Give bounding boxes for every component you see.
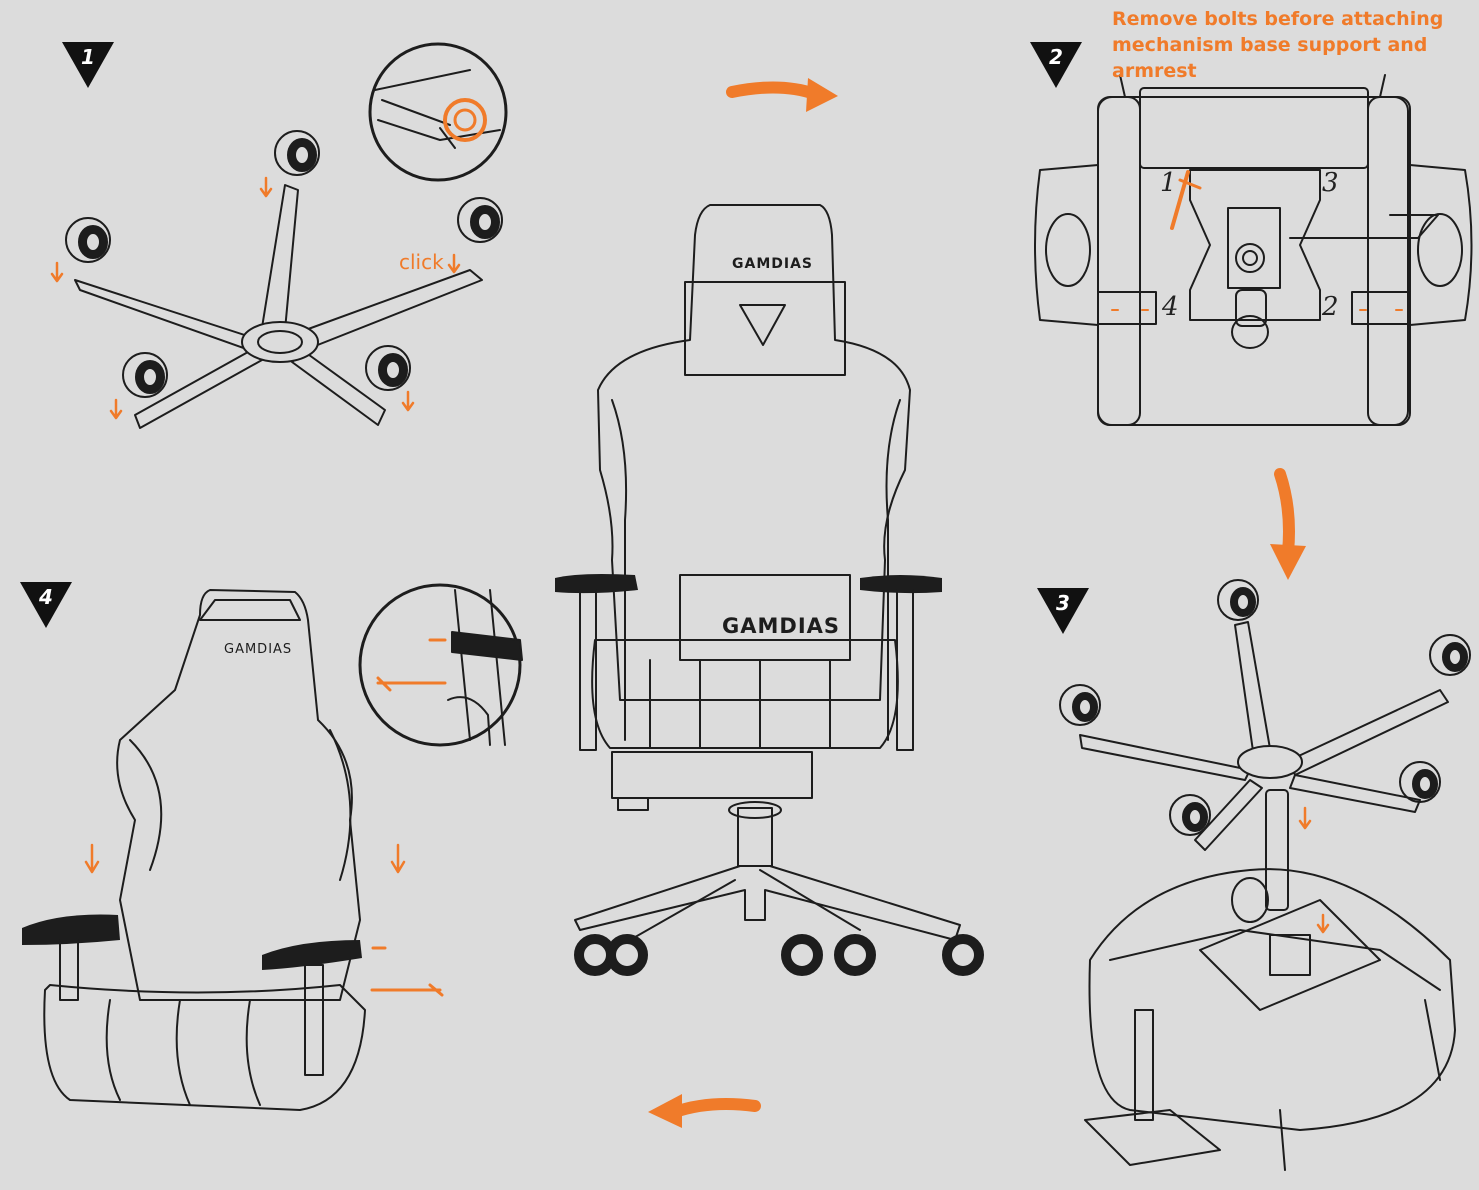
brand-backrest-label: GAMDIAS	[224, 642, 293, 657]
caster-wheel	[606, 934, 648, 976]
caster-wheel	[942, 934, 984, 976]
flow-arrow-down	[1270, 468, 1306, 580]
caster-wheel	[122, 352, 168, 398]
caster-wheel	[781, 934, 823, 976]
step-3-number: 3	[1056, 591, 1070, 615]
step-2-number: 2	[1049, 45, 1063, 69]
bolt-removal-note-line1: Remove bolts before attaching	[1112, 8, 1444, 30]
brand-seat-label: GAMDIAS	[722, 614, 841, 638]
step-1-badge: 1	[62, 42, 114, 88]
magnifier-bolt-detail	[358, 583, 523, 747]
caster-wheel	[1399, 761, 1441, 803]
step4-backrest-illustration	[22, 583, 523, 1111]
caster-wheel	[1429, 634, 1471, 676]
click-label: click	[399, 250, 444, 274]
mount-point-4: 4	[1162, 292, 1179, 322]
brand-headrest-label: GAMDIAS	[732, 256, 814, 272]
mount-point-1: 1	[1160, 168, 1177, 198]
caster-wheel	[274, 130, 320, 176]
step-2-badge: 2	[1030, 42, 1082, 88]
bolt-removal-note: Remove bolts before attaching mechanism …	[1112, 6, 1472, 84]
step-3-badge: 3	[1037, 588, 1089, 634]
step3-base-to-seat-illustration	[1059, 579, 1471, 1171]
step2-seat-underside-illustration	[1034, 74, 1473, 426]
caster-wheel	[65, 217, 111, 263]
flow-arrow-left	[648, 1094, 761, 1128]
flow-arrow-right	[726, 78, 838, 112]
caster-wheel	[365, 345, 411, 391]
caster-wheel	[834, 934, 876, 976]
step-4-number: 4	[39, 585, 53, 609]
step-4-badge: 4	[20, 582, 72, 628]
center-assembled-chair-illustration	[555, 204, 984, 976]
bolt-removal-note-line2: mechanism base support and armrest	[1112, 34, 1428, 82]
caster-wheel	[1059, 684, 1101, 726]
magnifier-caster-detail	[368, 42, 508, 182]
caster-wheel	[1217, 579, 1259, 621]
mount-point-3: 3	[1322, 168, 1339, 198]
caster-wheel	[1169, 794, 1211, 836]
caster-wheel	[457, 197, 503, 243]
mount-point-2: 2	[1322, 292, 1339, 322]
step-1-number: 1	[81, 45, 95, 69]
caster-wheel	[574, 934, 616, 976]
step1-base-illustration	[50, 42, 508, 429]
